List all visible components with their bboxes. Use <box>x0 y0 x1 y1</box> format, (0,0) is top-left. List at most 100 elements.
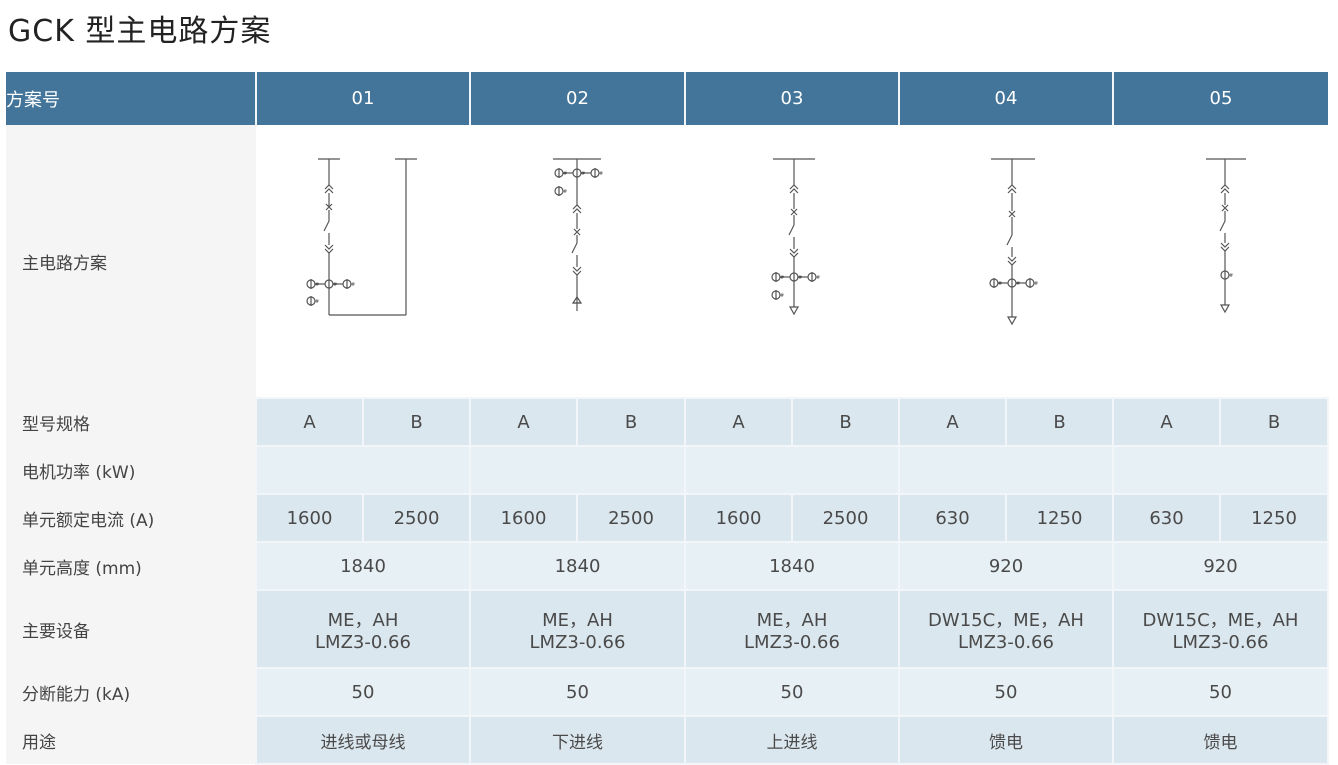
svg-text:#: # <box>351 282 355 288</box>
scheme-05-diagram: # <box>1113 125 1328 398</box>
breaking-capacity-cell: 50 <box>684 667 900 717</box>
equipment-line: DW15C，ME，AH <box>928 609 1084 631</box>
main-equipment-cell: DW15C，ME，AH LMZ3-0.66 <box>898 589 1114 669</box>
breaking-capacity-cell: 50 <box>255 667 471 717</box>
rated-current-cell: 630 <box>898 493 1007 543</box>
main-equipment-row: 主要设备 ME，AH LMZ3-0.66 ME，AH LMZ3-0.66 ME，… <box>6 589 1329 669</box>
scheme-02-header: 02 <box>470 72 686 125</box>
unit-height-row: 单元高度 (mm) 1840 1840 1840 920 920 <box>6 541 1329 591</box>
equipment-line: LMZ3-0.66 <box>315 631 411 653</box>
application-label: 用途 <box>6 716 256 764</box>
rated-current-cell: 1600 <box>469 493 578 543</box>
breaking-capacity-cell: 50 <box>1112 667 1329 717</box>
application-cell: 进线或母线 <box>255 715 471 765</box>
equipment-line: LMZ3-0.66 <box>1172 631 1269 653</box>
svg-text:#: # <box>563 171 567 177</box>
svg-text:#: # <box>315 282 319 288</box>
model-cell: A <box>469 397 578 447</box>
equipment-line: LMZ3-0.66 <box>744 631 840 653</box>
svg-text:#: # <box>816 275 820 281</box>
breaking-capacity-label: 分断能力 (kA) <box>6 668 256 716</box>
scheme-04-header: 04 <box>899 72 1114 125</box>
application-cell: 下进线 <box>469 715 686 765</box>
rated-current-label: 单元额定电流 (A) <box>6 494 256 542</box>
scheme-01-diagram: # # # # <box>256 125 470 398</box>
svg-text:#: # <box>581 171 585 177</box>
application-row: 用途 进线或母线 下进线 上进线 馈电 馈电 <box>6 715 1329 765</box>
scheme-number-label: 方案号 <box>6 72 257 125</box>
svg-text:#: # <box>599 171 603 177</box>
main-equipment-label: 主要设备 <box>6 590 256 668</box>
unit-height-cell: 920 <box>1112 541 1329 591</box>
motor-power-cell <box>1112 445 1329 495</box>
circuit-scheme-table: 方案号 01 02 03 04 05 主电路方案 <box>6 72 1329 765</box>
breaking-capacity-cell: 50 <box>898 667 1114 717</box>
unit-height-cell: 1840 <box>469 541 686 591</box>
model-cell: B <box>1219 397 1329 447</box>
svg-text:#: # <box>1229 273 1233 279</box>
svg-text:#: # <box>315 299 319 305</box>
unit-height-cell: 1840 <box>255 541 471 591</box>
scheme-03-circuit-diagram: # # # # <box>771 158 820 316</box>
rated-current-cell: 1250 <box>1005 493 1114 543</box>
application-cell: 馈电 <box>898 715 1114 765</box>
diagram-row: 主电路方案 <box>6 125 1328 398</box>
rated-current-cell: 1600 <box>684 493 793 543</box>
equipment-line: ME，AH <box>542 609 613 631</box>
scheme-05-circuit-diagram: # <box>1205 158 1246 314</box>
model-cell: A <box>255 397 364 447</box>
svg-text:#: # <box>798 275 802 281</box>
rated-current-cell: 2500 <box>362 493 471 543</box>
scheme-03-header: 03 <box>685 72 900 125</box>
motor-power-cell <box>469 445 686 495</box>
scheme-04-circuit-diagram: # # # <box>989 158 1038 326</box>
svg-text:#: # <box>998 281 1002 287</box>
diagram-row-label: 主电路方案 <box>6 125 256 398</box>
main-equipment-cell: DW15C，ME，AH LMZ3-0.66 <box>1112 589 1329 669</box>
scheme-04-diagram: # # # <box>899 125 1113 398</box>
scheme-02-circuit-diagram: # # # # <box>552 158 603 311</box>
rated-current-cell: 1250 <box>1219 493 1329 543</box>
main-equipment-cell: ME，AH LMZ3-0.66 <box>255 589 471 669</box>
motor-power-label: 电机功率 (kW) <box>6 446 256 494</box>
unit-height-label: 单元高度 (mm) <box>6 542 256 590</box>
equipment-line: LMZ3-0.66 <box>958 631 1054 653</box>
model-cell: B <box>1005 397 1114 447</box>
motor-power-row: 电机功率 (kW) <box>6 445 1329 495</box>
svg-text:#: # <box>563 189 567 195</box>
equipment-line: ME，AH <box>327 609 399 631</box>
main-equipment-cell: ME，AH LMZ3-0.66 <box>684 589 900 669</box>
svg-text:#: # <box>333 282 337 288</box>
unit-height-cell: 1840 <box>684 541 900 591</box>
svg-text:#: # <box>1034 281 1038 287</box>
rated-current-cell: 630 <box>1112 493 1221 543</box>
rated-current-cell: 2500 <box>576 493 686 543</box>
model-spec-row: 型号规格 A B A B A B A B A B <box>6 397 1329 447</box>
svg-text:#: # <box>780 275 784 281</box>
unit-height-cell: 920 <box>898 541 1114 591</box>
svg-text:#: # <box>1016 281 1020 287</box>
main-equipment-cell: ME，AH LMZ3-0.66 <box>469 589 686 669</box>
model-cell: B <box>362 397 471 447</box>
motor-power-cell <box>898 445 1114 495</box>
svg-text:#: # <box>780 293 784 299</box>
page-title: GCK 型主电路方案 <box>8 14 272 49</box>
model-spec-label: 型号规格 <box>6 398 256 446</box>
model-cell: B <box>791 397 900 447</box>
motor-power-cell <box>684 445 900 495</box>
scheme-05-header: 05 <box>1113 72 1328 125</box>
scheme-01-circuit-diagram: # # # # <box>306 158 417 316</box>
model-cell: B <box>576 397 686 447</box>
model-cell: A <box>1112 397 1221 447</box>
equipment-line: ME，AH <box>756 609 828 631</box>
scheme-02-diagram: # # # # <box>470 125 685 398</box>
scheme-01-header: 01 <box>256 72 471 125</box>
rated-current-row: 单元额定电流 (A) 1600 2500 1600 2500 1600 2500… <box>6 493 1329 543</box>
application-cell: 上进线 <box>684 715 900 765</box>
motor-power-cell <box>255 445 471 495</box>
equipment-line: DW15C，ME，AH <box>1142 609 1299 631</box>
model-cell: A <box>684 397 793 447</box>
scheme-03-diagram: # # # # <box>685 125 899 398</box>
application-cell: 馈电 <box>1112 715 1329 765</box>
breaking-capacity-cell: 50 <box>469 667 686 717</box>
